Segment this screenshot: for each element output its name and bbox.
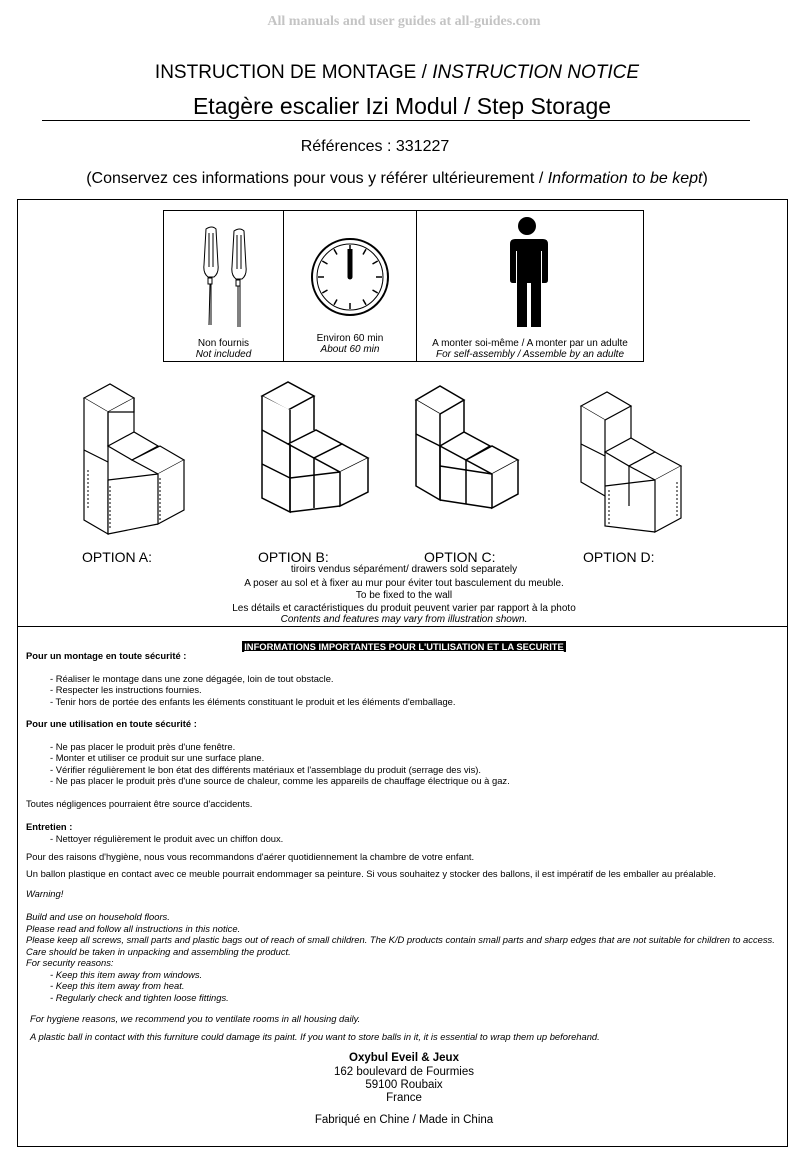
en-line: For security reasons: [26,957,114,968]
person-icon [510,217,548,327]
ball-en: A plastic ball in contact with this furn… [30,1031,600,1042]
en-line: Build and use on household floors. [26,911,170,922]
safety-title-text: INFORMATIONS IMPORTANTES POUR L'UTILISAT… [242,641,566,652]
use-heading: Pour une utilisation en toute sécurité : [26,718,197,729]
product-title: Etagère escalier Izi Modul / Step Storag… [192,93,612,119]
section-divider [17,626,788,627]
title-rule [42,120,750,121]
en-item: - Keep this item away from windows. [50,968,203,980]
clock-tick [333,248,338,255]
tools-caption-en: Not included [195,349,252,360]
assembly-caption: A monter soi-même / A monter par un adul… [417,338,643,360]
assembly-item: - Tenir hors de portée des enfants les é… [50,695,456,707]
keep-note-fr: (Conservez ces informations pour vous y … [86,170,548,187]
time-caption: Environ 60 min About 60 min [284,333,416,355]
care-section: Entretien : - Nettoyer régulièrement le … [26,821,786,844]
clock-tick [362,248,367,255]
assembly-item: - Réaliser le montage dans une zone déga… [50,672,334,684]
requirements-strip: Non fournis Not included Environ 60 min … [163,210,644,362]
care-item: - Nettoyer régulièrement le produit avec… [50,832,284,844]
assembly-cell: A monter soi-même / A monter par un adul… [417,211,643,361]
en-line: Please keep all screws, small parts and … [26,934,775,957]
en-item: - Keep this item away from heat. [50,980,185,991]
hygiene-en: For hygiene reasons, we recommend you to… [30,1013,361,1024]
use-item: - Vérifier régulièrement le bon état des… [50,763,481,775]
tools-caption: Non fournis Not included [164,338,283,360]
time-caption-en: About 60 min [320,344,380,355]
option-b-label: OPTION B: [258,549,329,565]
company-name: Oxybul Eveil & Jeux [349,1052,459,1064]
vary-note-en: Contents and features may vary from illu… [280,614,528,625]
tools-caption-fr: Non fournis [197,338,250,349]
clock-tick [333,299,338,306]
option-a-label: OPTION A: [82,549,153,565]
wall-note-en: To be fixed to the wall [355,590,453,601]
clock-tick [362,299,367,306]
use-item: - Ne pas placer le produit près d'une fe… [50,740,236,752]
assembly-safety: Pour un montage en toute sécurité : - Ré… [26,650,786,707]
option-d-illustration [579,391,683,534]
time-cell: Environ 60 min About 60 min [284,211,417,361]
option-d-label: OPTION D: [583,549,655,565]
keep-note-close: ) [702,170,708,187]
watermark: All manuals and user guides at all-guide… [267,14,541,29]
drawers-note: tiroirs vendus séparément/ drawers sold … [290,564,518,575]
assembly-item: - Respecter les instructions fournies. [50,684,202,695]
clock-tick [321,260,328,265]
assembly-caption-en: For self-assembly / Assemble by an adult… [435,349,625,360]
negligence-note: Toutes négligences pourraient être sourc… [26,798,253,809]
clock-icon [311,238,389,316]
assembly-heading: Pour un montage en toute sécurité : [26,650,187,661]
company-city: 59100 Roubaix [365,1079,443,1091]
company-country: France [386,1092,422,1104]
ball-fr: Un ballon plastique en contact avec ce m… [26,868,716,879]
assembly-caption-fr: A monter soi-même / A monter par un adul… [432,338,628,349]
wall-note-fr: A poser au sol et à fixer au mur pour év… [244,578,564,589]
time-caption-fr: Environ 60 min [316,333,384,344]
keep-note-en: Information to be kept [547,170,703,187]
notice-title-en: INSTRUCTION NOTICE [432,62,640,83]
content-frame [17,199,788,1147]
company-street: 162 boulevard de Fourmies [334,1066,474,1078]
en-line: Please read and follow all instructions … [26,922,241,934]
tools-cell: Non fournis Not included [164,211,284,361]
option-a-illustration [82,383,186,536]
option-c-label: OPTION C: [424,549,496,565]
use-item: - Ne pas placer le produit près d'une so… [50,775,510,786]
en-item: - Regularly check and tighten loose fitt… [50,991,229,1003]
hygiene-fr: Pour des raisons d'hygiène, nous vous re… [26,851,475,862]
keep-note: (Conservez ces informations pour vous y … [0,170,794,188]
vary-note-fr: Les détails et caractéristiques du produ… [232,603,576,614]
clock-tick [372,260,379,265]
option-b-illustration [260,381,370,514]
use-item: - Monter et utiliser ce produit sur une … [50,752,265,763]
use-safety: Pour une utilisation en toute sécurité :… [26,718,786,787]
notice-title-fr: INSTRUCTION DE MONTAGE / [154,62,433,83]
reference: Références : 331227 [300,138,450,155]
clock-tick [372,289,379,294]
screwdriver-icon [203,226,247,327]
notice-title: INSTRUCTION DE MONTAGE / INSTRUCTION NOT… [0,62,794,84]
warning-label: Warning! [26,888,64,899]
english-instructions: Build and use on household floors. Pleas… [26,911,786,1003]
safety-title: INFORMATIONS IMPORTANTES POUR L'UTILISAT… [0,637,808,655]
option-c-illustration [414,385,520,510]
clock-tick [321,289,328,294]
care-heading: Entretien : [26,821,73,832]
made-in: Fabriqué en Chine / Made in China [314,1114,494,1126]
